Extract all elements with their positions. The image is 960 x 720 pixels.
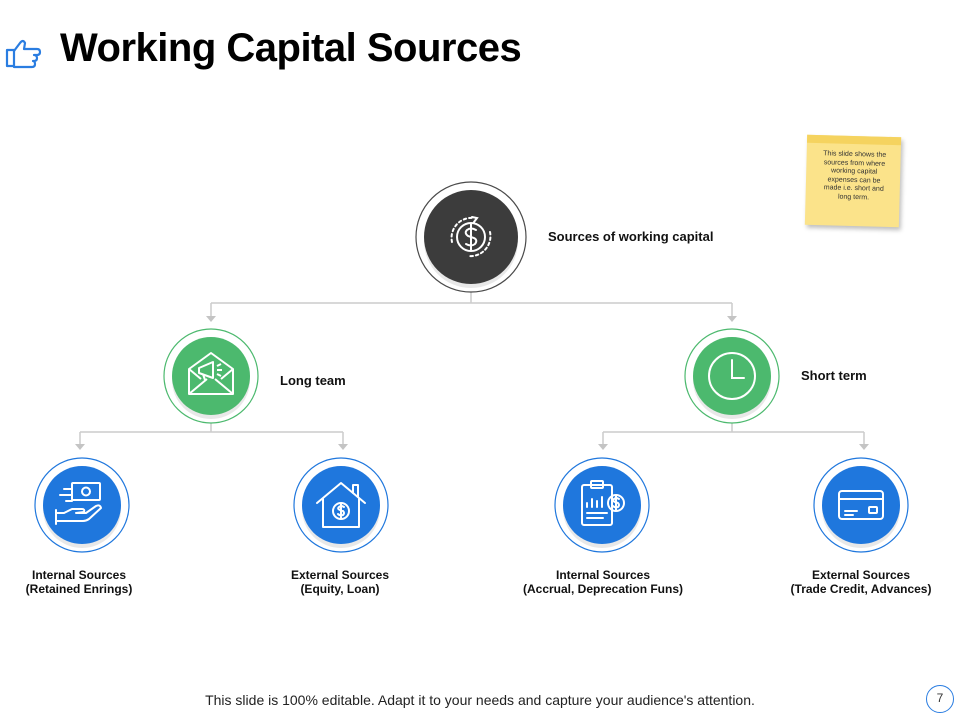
slide-title: Working Capital Sources	[60, 26, 522, 70]
leaf-label-internal-short: Internal Sources (Accrual, Deprecation F…	[493, 568, 713, 596]
leaf-subtitle: (Equity, Loan)	[300, 582, 380, 596]
leaf-subtitle: (Retained Enrings)	[25, 582, 133, 596]
leaf-title: External Sources	[811, 568, 911, 582]
leaf-node-external-long	[293, 457, 389, 553]
leaf-node-external-short	[813, 457, 909, 553]
hand-cash-icon	[55, 482, 102, 525]
page-number-badge: 7	[926, 685, 954, 713]
house-dollar-icon	[316, 482, 366, 528]
leaf-node-internal-short	[554, 457, 650, 553]
leaf-title: Internal Sources	[31, 568, 127, 582]
sticky-note: This slide shows the sources from where …	[804, 134, 902, 228]
branch-node-short-term	[684, 328, 780, 424]
root-node	[414, 180, 528, 294]
leaf-title: Internal Sources	[555, 568, 651, 582]
leaf-title: External Sources	[290, 568, 390, 582]
root-label: Sources of working capital	[548, 229, 714, 244]
envelope-megaphone-icon	[188, 352, 234, 395]
credit-card-icon	[838, 490, 884, 520]
footer-text: This slide is 100% editable. Adapt it to…	[205, 692, 755, 708]
leaf-subtitle: (Accrual, Deprecation Funs)	[522, 582, 684, 596]
branch-label-short-term: Short term	[801, 368, 867, 383]
thumbs-pointing-icon	[5, 39, 42, 69]
clock-icon	[708, 352, 756, 400]
sticky-tape	[806, 134, 902, 146]
leaf-node-internal-long	[34, 457, 130, 553]
dollar-cycle-icon	[450, 216, 492, 258]
leaf-label-internal-long: Internal Sources (Retained Enrings)	[0, 568, 189, 596]
leaf-subtitle: (Trade Credit, Advances)	[790, 582, 932, 596]
leaf-label-external-long: External Sources (Equity, Loan)	[230, 568, 450, 596]
branch-node-long-term	[163, 328, 259, 424]
branch-label-long-term: Long team	[280, 373, 346, 388]
sticky-note-text: This slide shows the sources from where …	[823, 150, 887, 202]
clipboard-dollar-icon	[581, 480, 625, 526]
leaf-label-external-short: External Sources (Trade Credit, Advances…	[751, 568, 960, 596]
